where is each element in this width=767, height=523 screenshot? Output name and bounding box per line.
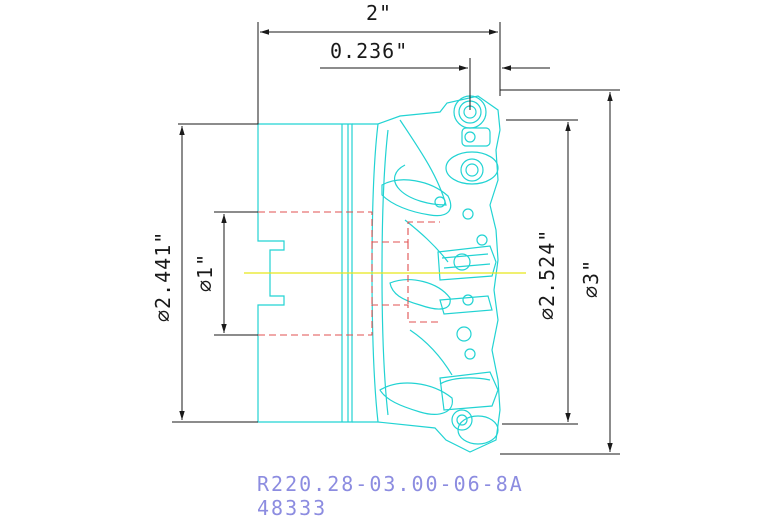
hidden-lines — [258, 211, 440, 336]
dim-overall-length-label: 2" — [366, 1, 392, 25]
part-code: 48333 — [257, 496, 328, 520]
dim-bore-diameter — [214, 211, 258, 336]
dim-body-diameter-label: ⌀2.441" — [151, 231, 175, 322]
tool-body-outline — [257, 95, 501, 453]
dim-cut-diameter-inner — [502, 119, 578, 425]
dim-cut-diameter-outer — [500, 89, 620, 455]
dim-body-diameter — [172, 126, 258, 423]
dim-cut-diameter-inner-label: ⌀2.524" — [535, 229, 559, 320]
dim-insert-protrusion — [320, 58, 550, 110]
dim-overall-length — [178, 22, 501, 125]
part-number: R220.28-03.00-06-8A — [257, 472, 524, 496]
dim-cut-diameter-outer-label: ⌀3" — [579, 259, 603, 298]
dim-insert-protrusion-label: 0.236" — [330, 39, 408, 63]
dim-bore-diameter-label: ⌀1" — [193, 253, 217, 292]
